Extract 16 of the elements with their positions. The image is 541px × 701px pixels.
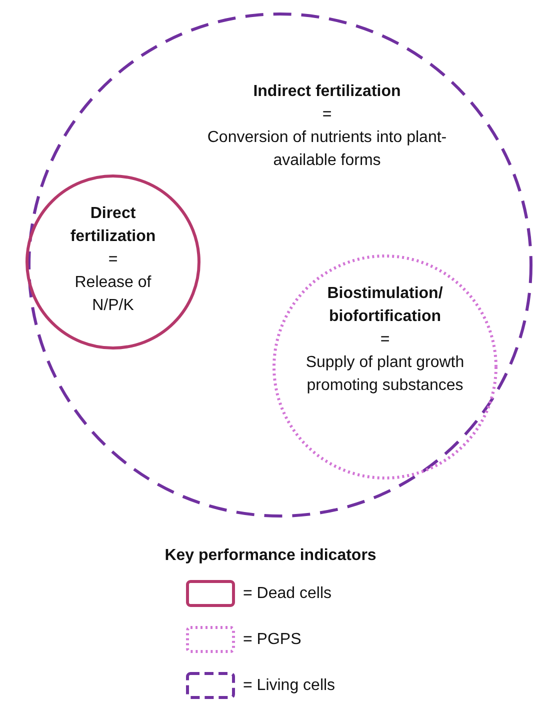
equals-sign: = xyxy=(322,105,332,125)
legend-text: = Dead cells xyxy=(243,584,332,604)
equals-sign: = xyxy=(108,250,118,270)
node-heading: Biostimulation/ biofortification xyxy=(326,284,444,327)
legend-text: = PGPS xyxy=(243,630,302,650)
node-heading: Direct fertilization xyxy=(69,204,157,247)
legend-text: = Living cells xyxy=(243,676,336,696)
node-heading: Indirect fertilization xyxy=(253,82,401,102)
node-text: Release of N/P/K xyxy=(74,273,152,316)
equals-sign: = xyxy=(380,330,390,350)
legend-title: Key performance indicators xyxy=(164,546,376,566)
solid-circle xyxy=(25,174,201,350)
node-text: Conversion of nutrients into plant-available forms xyxy=(206,128,448,171)
dashed-circle xyxy=(27,12,533,518)
dotted-circle xyxy=(272,254,498,480)
node-text: Supply of plant growth promoting substances xyxy=(304,353,466,396)
